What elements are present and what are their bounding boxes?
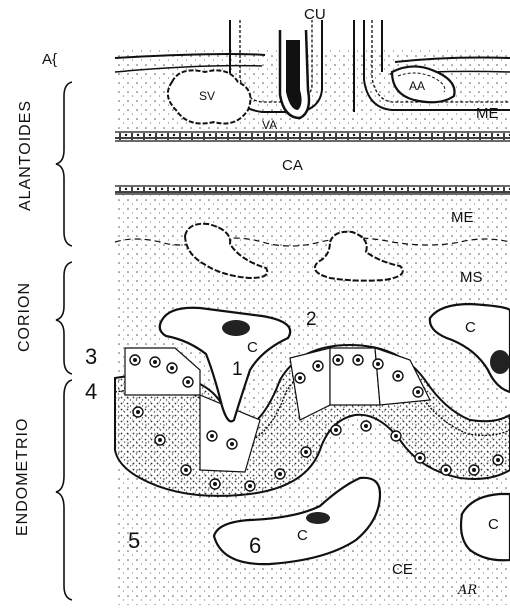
label-c3: C [297, 528, 308, 543]
label-cu: CU [304, 7, 326, 22]
label-c4: C [488, 517, 499, 532]
label-corion: CORION [16, 282, 34, 352]
endometrium-region [115, 315, 510, 605]
label-me-mid: ME [451, 210, 474, 225]
side-braces [56, 82, 72, 600]
label-c2: C [465, 320, 476, 335]
number-5: 5 [128, 530, 140, 552]
label-va: VA [262, 119, 277, 131]
number-4: 4 [85, 381, 97, 403]
chorion-band [115, 186, 510, 315]
number-1: 1 [232, 360, 243, 379]
label-ca: CA [282, 158, 303, 173]
number-3: 3 [85, 346, 97, 368]
label-aa: AA [409, 80, 425, 92]
label-a: A{ [42, 52, 57, 67]
artist-signature: AR [458, 583, 477, 598]
label-endometrio: ENDOMETRIO [14, 426, 32, 536]
label-sv: SV [199, 90, 215, 102]
number-6: 6 [249, 535, 261, 557]
label-ms: MS [460, 270, 483, 285]
number-2: 2 [306, 310, 317, 329]
label-alantoides: ALANTOIDES [17, 111, 35, 211]
label-c1: C [247, 340, 258, 355]
label-me-top: ME [476, 106, 499, 121]
label-ce: CE [392, 562, 413, 577]
